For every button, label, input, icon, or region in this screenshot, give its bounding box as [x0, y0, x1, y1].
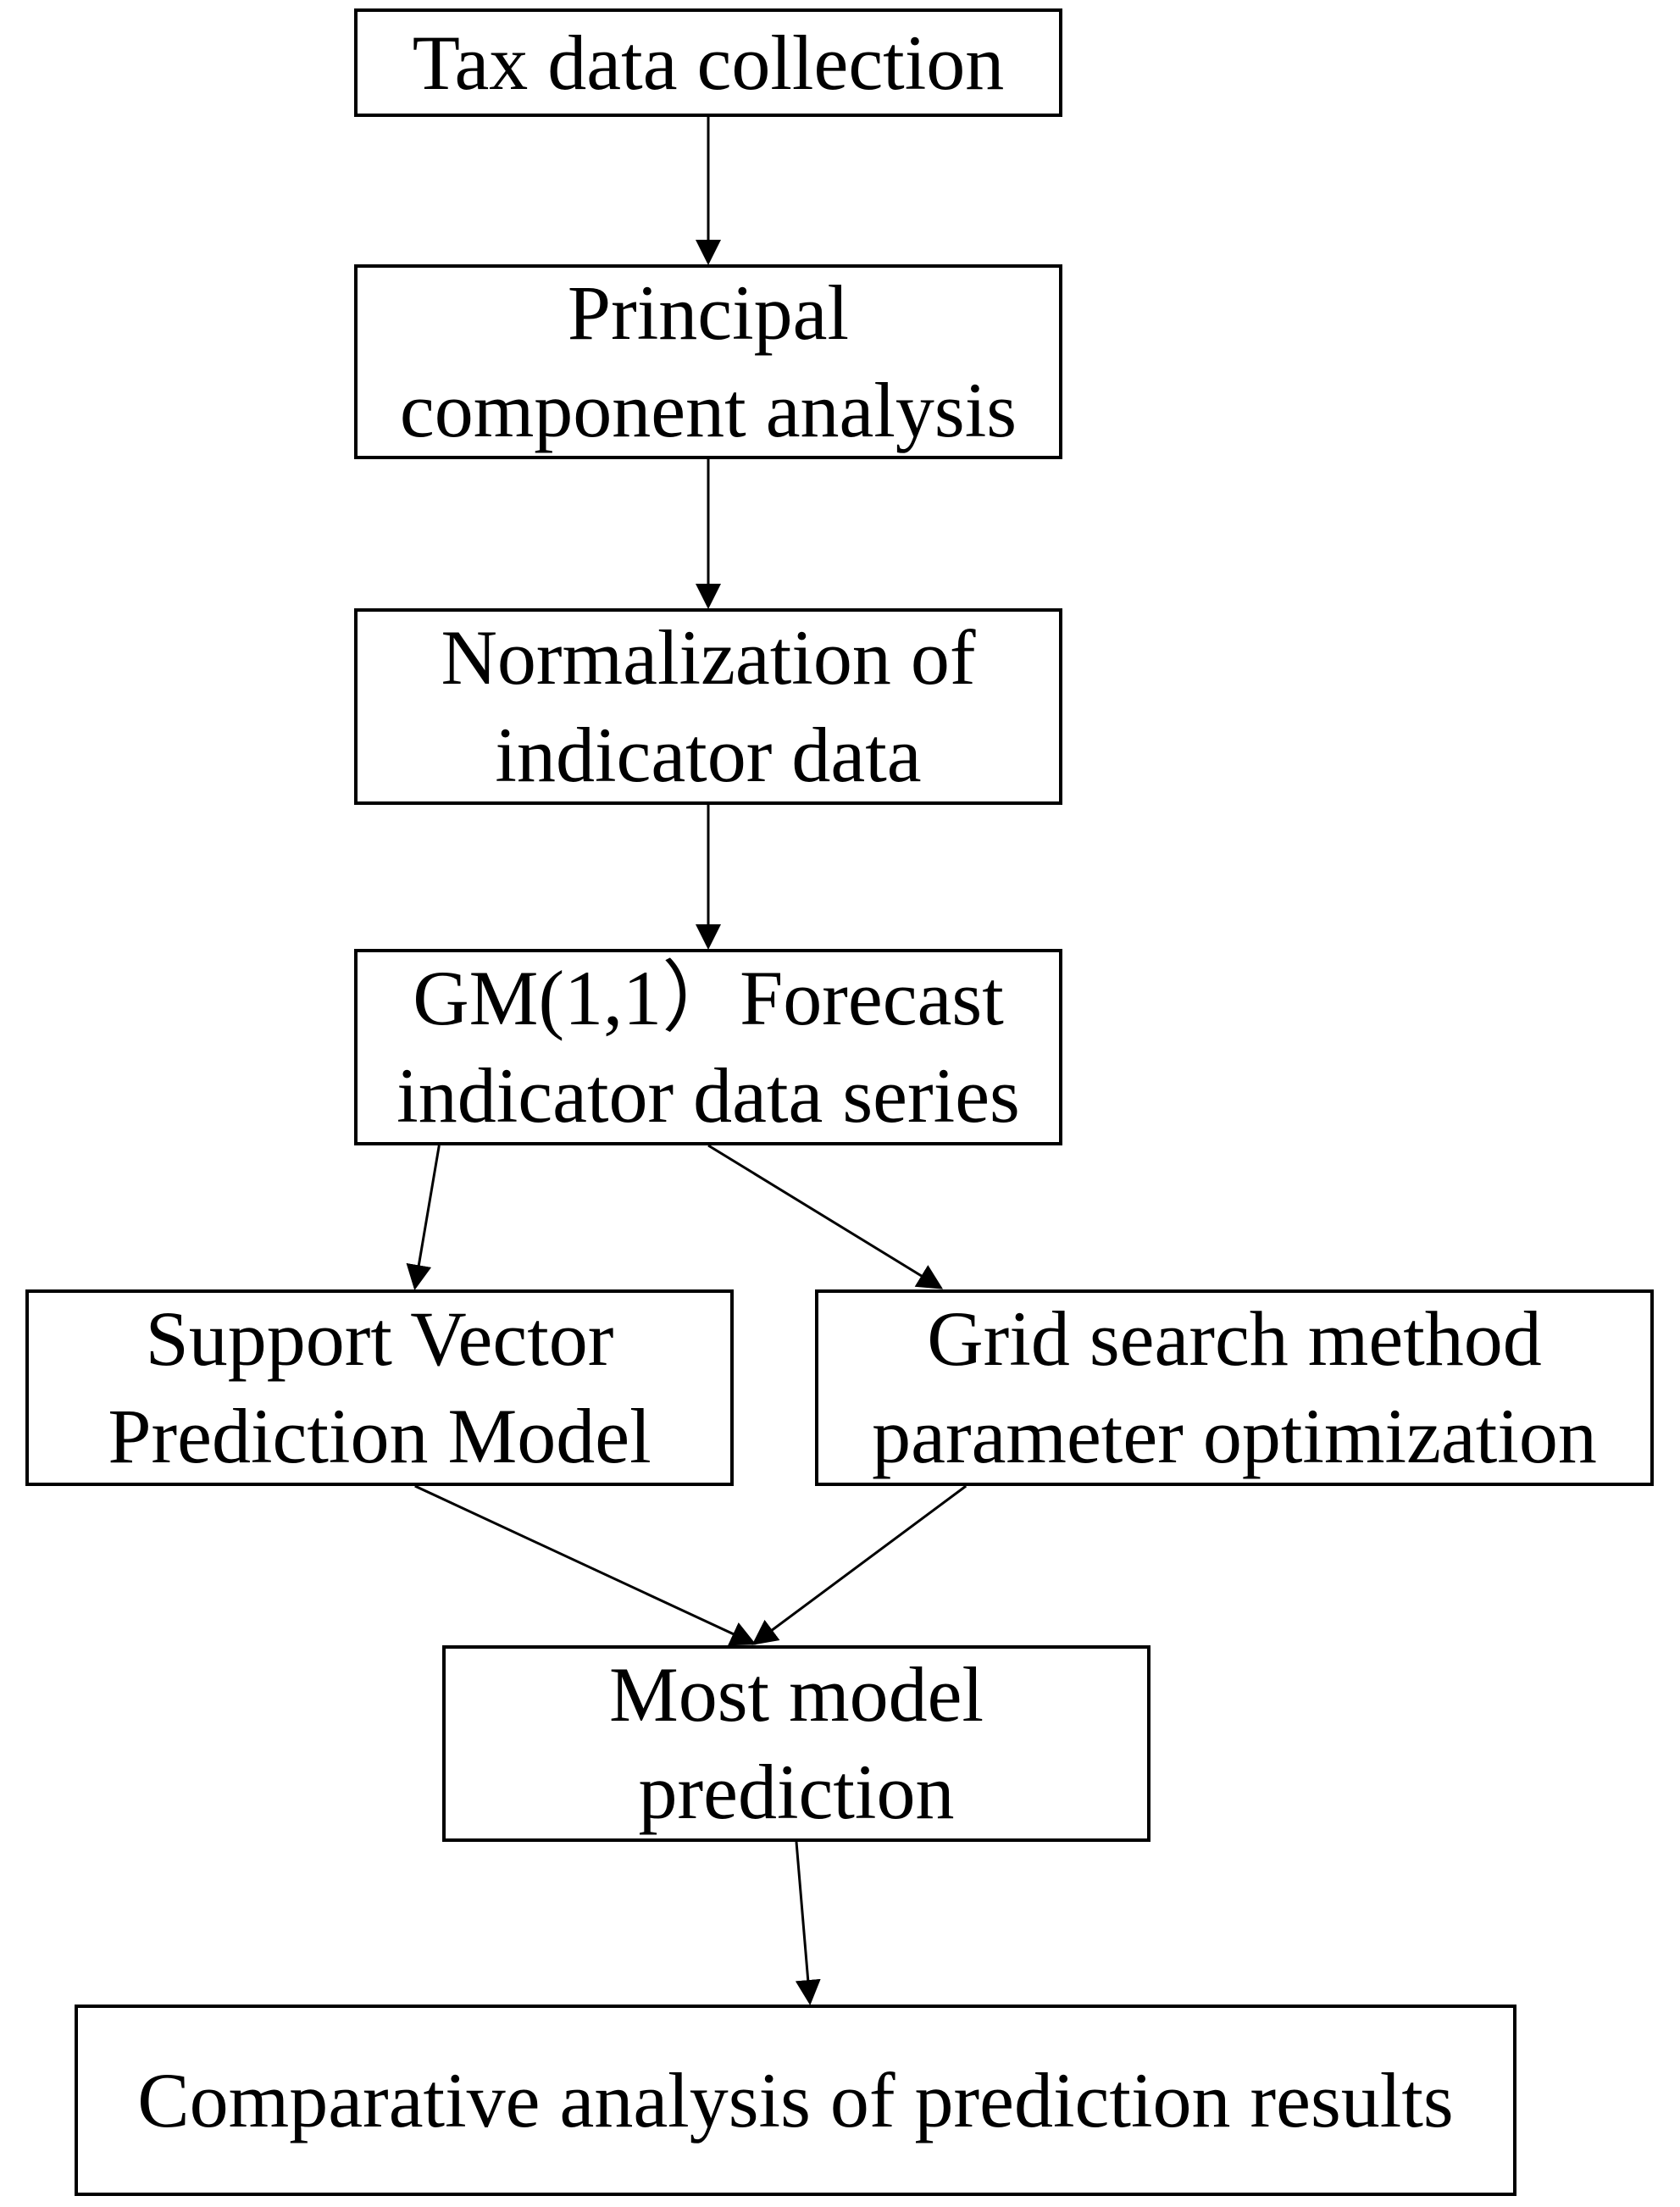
grid-search-box: Grid search method parameter optimizatio…	[815, 1289, 1654, 1486]
arrow-most-to-compare	[795, 1841, 821, 2005]
most-model-label-line2: prediction	[638, 1749, 955, 1835]
arrow-gm-to-grid	[707, 1144, 944, 1289]
most-model-prediction-box: Most model prediction	[442, 1645, 1150, 1842]
support-vector-model-box: Support Vector Prediction Model	[25, 1289, 734, 1486]
arrow-grid-to-most	[751, 1484, 968, 1645]
tax-data-collection-box: Tax data collection	[354, 8, 1062, 117]
tax-data-collection-label: Tax data collection	[412, 19, 1005, 106]
most-model-label-line1: Most model	[608, 1651, 984, 1738]
arrow-svm-to-most	[414, 1484, 757, 1646]
gm-forecast-label-line2: indicator data series	[396, 1052, 1020, 1139]
normalization-box: Normalization of indicator data	[354, 608, 1062, 805]
arrow-gm-to-svm	[406, 1145, 441, 1290]
pca-label-line2: component analysis	[399, 367, 1017, 453]
gm-forecast-label-line1: GM(1,1）Forecast	[413, 955, 1004, 1041]
comparative-analysis-label: Comparative analysis of prediction resul…	[137, 2056, 1454, 2143]
principal-component-analysis-box: Principal component analysis	[354, 264, 1062, 459]
svm-label-line1: Support Vector	[145, 1295, 614, 1382]
gm-forecast-box: GM(1,1）Forecast indicator data series	[354, 949, 1062, 1145]
grid-search-label-line2: parameter optimization	[872, 1393, 1597, 1479]
svm-label-line2: Prediction Model	[108, 1393, 651, 1479]
comparative-analysis-box: Comparative analysis of prediction resul…	[75, 2005, 1516, 2196]
pca-label-line1: Principal	[567, 269, 850, 356]
normalization-label-line2: indicator data	[495, 712, 922, 798]
grid-search-label-line1: Grid search method	[927, 1295, 1542, 1382]
normalization-label-line1: Normalization of	[441, 614, 976, 701]
